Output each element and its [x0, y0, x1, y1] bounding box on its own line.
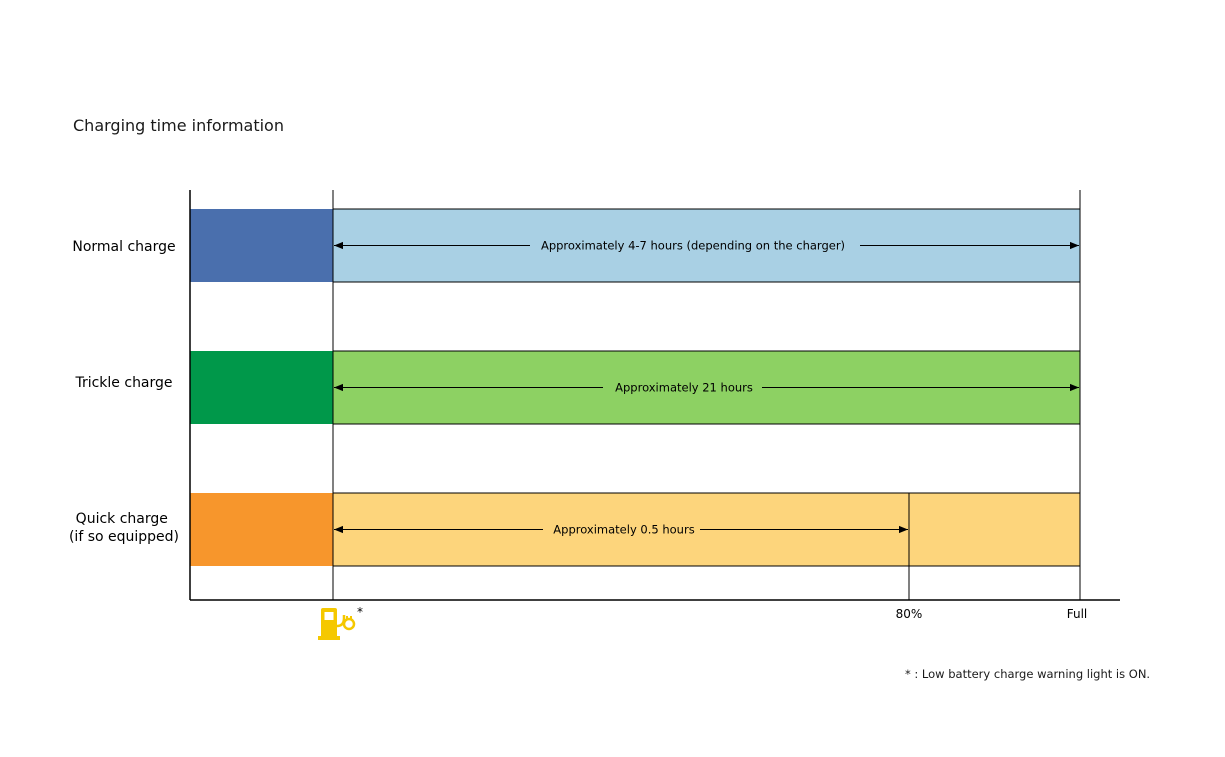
duration-label-normal-charge: Approximately 4-7 hours (depending on th… — [541, 239, 845, 253]
bar-initial-normal-charge — [190, 209, 333, 282]
tick-label-80-percent: 80% — [896, 607, 923, 621]
low-battery-charge-warning-light-icon — [318, 608, 354, 640]
bar-initial-trickle-charge — [190, 351, 333, 424]
footnote: * : Low battery charge warning light is … — [905, 667, 1150, 681]
row-label-line: Normal charge — [72, 239, 175, 255]
row-trickle-charge: Trickle charge Approximately 21 hours — [74, 351, 1080, 424]
duration-label-trickle-charge: Approximately 21 hours — [615, 381, 753, 395]
row-label-line: Quick charge — [76, 511, 168, 527]
row-label-line: (if so equipped) — [69, 529, 179, 545]
duration-label-quick-charge: Approximately 0.5 hours — [553, 523, 694, 537]
tick-label-full: Full — [1067, 607, 1088, 621]
row-label-normal-charge: Normal charge — [72, 239, 175, 255]
row-normal-charge: Normal charge Approximately 4-7 hours (d… — [72, 209, 1080, 282]
row-label-trickle-charge: Trickle charge — [74, 375, 172, 391]
bar-initial-quick-charge — [190, 493, 333, 566]
row-label-quick-charge: Quick charge (if so equipped) — [69, 511, 179, 545]
row-label-line: Trickle charge — [74, 375, 172, 391]
row-quick-charge: Quick charge (if so equipped) Approximat… — [69, 493, 1080, 566]
start-footnote-marker: * — [357, 605, 363, 619]
